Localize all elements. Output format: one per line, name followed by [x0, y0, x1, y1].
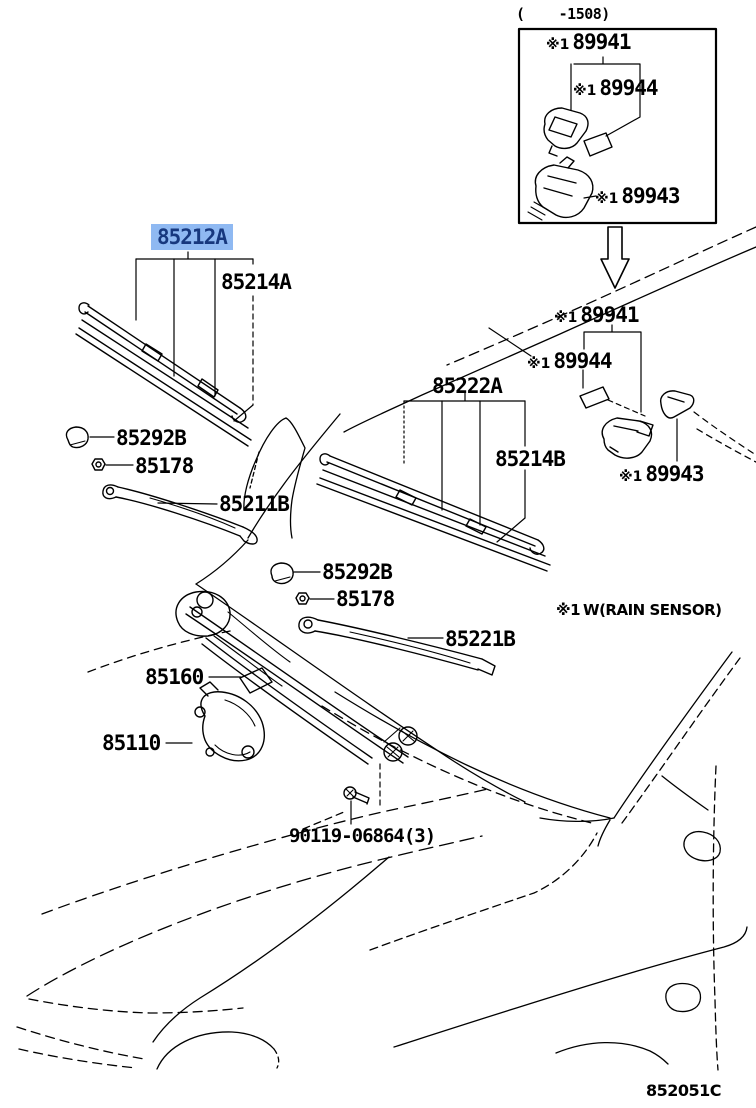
rain-sensor-note: ※1 W(RAIN SENSOR) — [556, 601, 722, 619]
part-number: 89944 — [553, 349, 612, 373]
callout-85178-1[interactable]: 85178 — [135, 454, 194, 478]
callout-85178-2[interactable]: 85178 — [336, 587, 395, 611]
part-number: 89944 — [599, 76, 658, 100]
footnote-marker: ※1 — [527, 356, 551, 372]
part-number: 85292B — [116, 426, 187, 450]
callout-85214A[interactable]: 85214A — [221, 270, 292, 294]
arm-nut-2-drawing — [295, 592, 335, 605]
callout-85212A[interactable]: 85212A — [151, 224, 233, 250]
part-number: 85212A — [157, 225, 228, 249]
part-number: 85222A — [432, 374, 503, 398]
callout-85222A[interactable]: 85222A — [432, 374, 503, 398]
callout-89944[interactable]: ※1 89944 — [527, 349, 613, 375]
callout-85110[interactable]: 85110 — [102, 731, 161, 755]
bolt-drawing — [343, 786, 370, 825]
part-number: 85214A — [221, 270, 292, 294]
figure-code: 852051C — [646, 1081, 722, 1100]
callout-85292B-2[interactable]: 85292B — [322, 560, 393, 584]
callout-89943[interactable]: ※1 89943 — [619, 462, 705, 488]
inset-callout-89944[interactable]: ※1 89944 — [573, 76, 659, 102]
footnote-marker: ※1 — [573, 83, 597, 99]
footnote-marker: ※1 — [554, 310, 578, 326]
part-number: 89941 — [580, 303, 639, 327]
part-number: 89943 — [621, 184, 680, 208]
footnote-marker: ※1 — [556, 601, 581, 619]
part-number: 90119-06864(3) — [289, 825, 436, 847]
part-number: 85292B — [322, 560, 393, 584]
footnote-marker: ※1 — [619, 469, 643, 485]
inset-figure — [517, 27, 718, 225]
applicability-note: ( -1508) — [516, 5, 610, 23]
wiper-blade-rh-drawing — [75, 251, 254, 447]
rain-sensor-parts-drawing — [488, 324, 756, 462]
callout-89941[interactable]: ※1 89941 — [554, 303, 640, 329]
pivot-cap-1-drawing — [65, 426, 115, 449]
wiper-arm-rh-drawing — [102, 484, 258, 545]
footnote-marker: ※1 — [546, 37, 570, 53]
part-number: 89943 — [645, 462, 704, 486]
footnote-marker: ※1 — [595, 191, 619, 207]
wiper-motor-drawing — [165, 681, 265, 762]
callout-85214B[interactable]: 85214B — [495, 447, 566, 471]
part-number: 85110 — [102, 731, 161, 755]
callout-85221B[interactable]: 85221B — [445, 627, 516, 651]
callout-85160[interactable]: 85160 — [145, 665, 204, 689]
callout-85292B-1[interactable]: 85292B — [116, 426, 187, 450]
wiper-arm-lh-drawing — [298, 616, 496, 676]
part-number: 85178 — [336, 587, 395, 611]
callout-90119-06864[interactable]: 90119-06864(3) — [289, 825, 436, 847]
part-number: 85214B — [495, 447, 566, 471]
car-body-outline — [16, 226, 756, 1071]
arm-nut-1-drawing — [91, 458, 134, 471]
inset-callout-89941[interactable]: ※1 89941 — [546, 30, 632, 56]
pivot-cap-2-drawing — [270, 562, 321, 585]
part-number: 85211B — [219, 492, 290, 516]
transfer-arrow-icon — [600, 226, 630, 289]
part-number: 85178 — [135, 454, 194, 478]
part-number: 89941 — [572, 30, 631, 54]
part-number: 85160 — [145, 665, 204, 689]
wiper-link-drawing — [175, 590, 418, 807]
wiper-blade-lh-drawing — [316, 392, 551, 572]
inset-callout-89943[interactable]: ※1 89943 — [595, 184, 681, 210]
part-number: 85221B — [445, 627, 516, 651]
callout-85211B[interactable]: 85211B — [219, 492, 290, 516]
